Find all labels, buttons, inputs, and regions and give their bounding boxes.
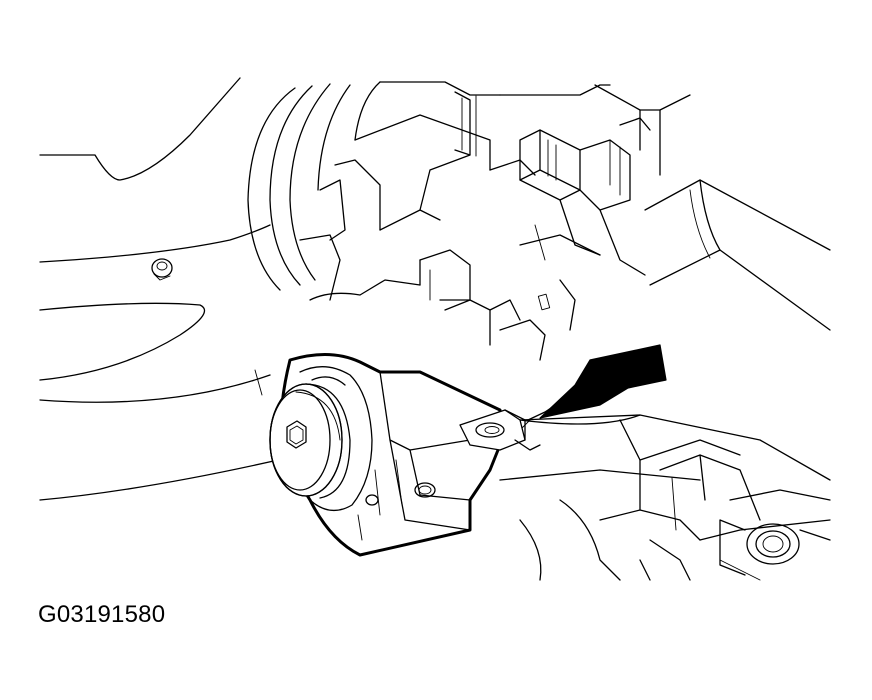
figure-code: G03191580	[38, 601, 166, 628]
trim-panel-outline	[39, 77, 301, 501]
mounting-stud	[151, 258, 173, 281]
arrow-leader	[521, 419, 531, 429]
lower-column-assembly	[499, 414, 831, 581]
technical-illustration	[39, 77, 831, 581]
steering-lock-bracket	[269, 352, 541, 557]
column-housing	[247, 81, 831, 361]
pointer-arrow	[527, 344, 667, 421]
